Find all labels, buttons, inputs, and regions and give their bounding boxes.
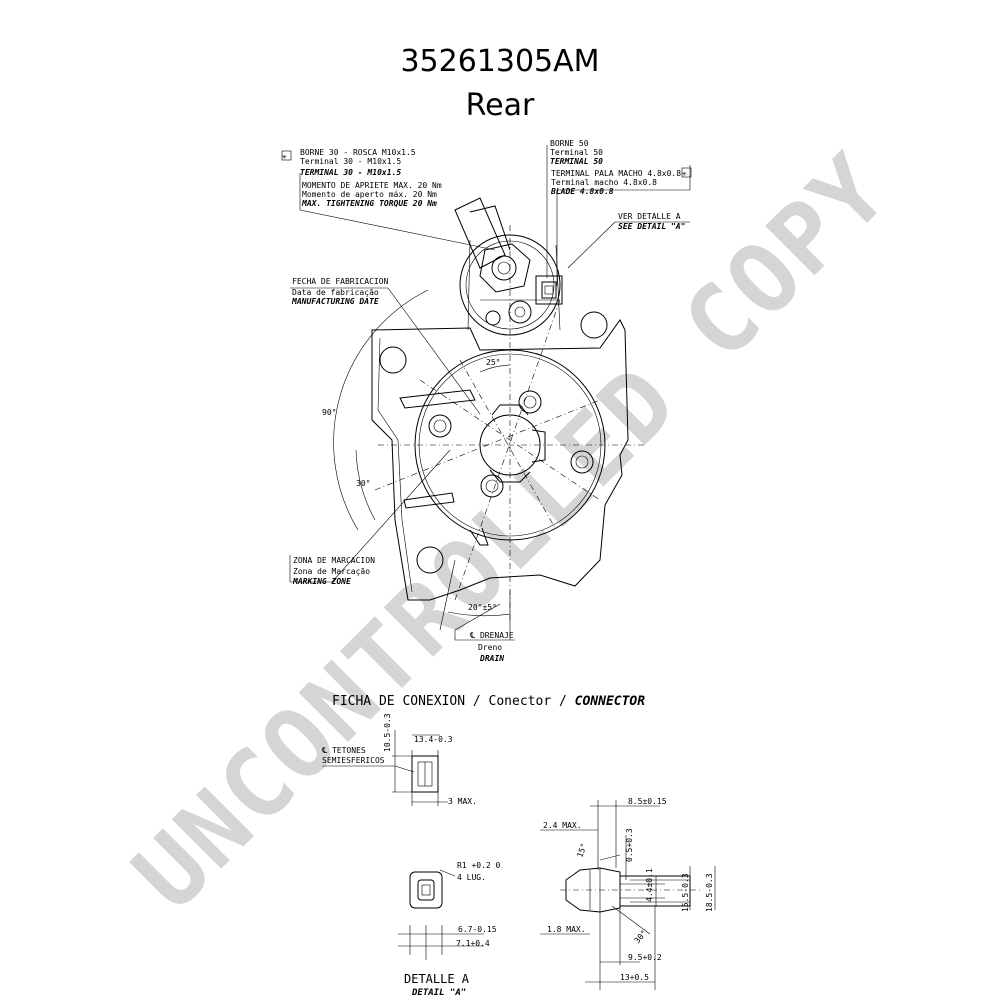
angle-label-90: 90°	[322, 408, 336, 417]
bolt-hole	[518, 390, 542, 414]
svg-text:℄ TETONES: ℄ TETONES	[321, 746, 366, 755]
angle-arc-90	[333, 289, 429, 531]
svg-text:SEE DETAIL "A": SEE DETAIL "A"	[618, 222, 685, 231]
svg-text:10.5-0.3: 10.5-0.3	[383, 713, 392, 752]
svg-text:30°: 30°	[633, 928, 649, 945]
view-title: Rear	[465, 88, 535, 123]
flange-hole	[379, 346, 407, 374]
svg-text:✳: ✳	[682, 169, 687, 178]
svg-text:MANUFACTURING DATE: MANUFACTURING DATE	[291, 297, 379, 306]
callout-manufacturing-date: FECHA DE FABRICACION Data de fabricação …	[291, 277, 389, 306]
svg-text:15°: 15°	[575, 842, 588, 859]
svg-text:Dreno: Dreno	[478, 643, 502, 652]
svg-text:13+0.5: 13+0.5	[620, 973, 649, 982]
svg-text:3 MAX.: 3 MAX.	[448, 797, 477, 806]
angle-arc-20	[447, 611, 511, 617]
detail-side-profile: ℄ TETONES SEMIESFERICOS 10.5-0.3 13.4-0.…	[321, 713, 477, 806]
svg-text:TERMINAL 50: TERMINAL 50	[550, 157, 603, 166]
svg-text:BORNE 50: BORNE 50	[550, 139, 589, 148]
detail-a-caption: DETALLE A	[404, 972, 470, 986]
connector-heading: FICHA DE CONEXION / Conector / CONNECTOR	[332, 694, 645, 709]
svg-text:Momento de aperto máx. 20 Nm: Momento de aperto máx. 20 Nm	[302, 190, 437, 199]
angle-arc-25	[479, 364, 511, 373]
detail-section: 8.5±0.15 2.4 MAX. 15° 0.5+0.3 4.4±0.1 15…	[540, 797, 716, 990]
svg-text:2.4 MAX.: 2.4 MAX.	[543, 821, 582, 830]
leader-lines	[289, 145, 691, 641]
bolt-hole	[480, 474, 504, 498]
callout-terminal-50: BORNE 50 Terminal 50 TERMINAL 50 TERMINA…	[550, 139, 692, 196]
part-number-title: 35261305AM	[400, 44, 600, 79]
angle-label-20: 20°±5°	[468, 603, 497, 612]
star-symbol: ✳	[282, 152, 287, 161]
svg-text:MOMENTO DE APRIETE MAX. 20 Nm: MOMENTO DE APRIETE MAX. 20 Nm	[302, 181, 442, 190]
svg-text:R1 +0.2 0: R1 +0.2 0	[457, 861, 501, 870]
svg-text:SEMIESFERICOS: SEMIESFERICOS	[322, 756, 385, 765]
terminal-30-stud	[479, 243, 531, 293]
detail-a-caption-en: DETAIL "A"	[411, 988, 466, 998]
svg-text:MAX. TIGHTENING TORQUE 20 Nm: MAX. TIGHTENING TORQUE 20 Nm	[301, 199, 437, 208]
callout-drain: ℄ DRENAJE Dreno DRAIN	[469, 631, 514, 663]
angle-arc-30	[355, 449, 376, 521]
watermark: UNCONTROLLED COPY	[112, 133, 910, 931]
svg-text:FECHA DE FABRICACION: FECHA DE FABRICACION	[292, 277, 389, 286]
angle-label-30: 30°	[356, 479, 370, 488]
svg-text:0.5+0.3: 0.5+0.3	[625, 828, 634, 862]
svg-text:Terminal 50: Terminal 50	[550, 148, 603, 157]
terminal-50-blade	[535, 275, 563, 305]
svg-text:VER DETALLE A: VER DETALLE A	[618, 212, 681, 221]
svg-text:8.5±0.15: 8.5±0.15	[628, 797, 667, 806]
angle-label-25: 25°	[486, 358, 500, 367]
svg-text:ZONA DE MARCACION: ZONA DE MARCACION	[293, 556, 375, 565]
svg-text:BORNE 30 - ROSCA M10x1.5: BORNE 30 - ROSCA M10x1.5	[300, 148, 416, 157]
rear-view	[333, 197, 645, 640]
bolt-hole	[428, 414, 452, 438]
svg-text:6.7-0.15: 6.7-0.15	[458, 925, 497, 934]
svg-text:MARKING ZONE: MARKING ZONE	[292, 577, 351, 586]
svg-text:Terminal 30 - M10x1.5: Terminal 30 - M10x1.5	[300, 157, 401, 166]
svg-text:7.1+0.4: 7.1+0.4	[456, 939, 490, 948]
flange-hole	[580, 311, 608, 339]
svg-text:13.4-0.3: 13.4-0.3	[414, 735, 453, 744]
svg-text:Terminal macho 4.8x0.8: Terminal macho 4.8x0.8	[551, 178, 657, 187]
svg-text:DRAIN: DRAIN	[479, 654, 504, 663]
detail-front: R1 +0.2 0 4 LUG. 6.7-0.15 7.1+0.4	[398, 861, 501, 960]
svg-text:4 LUG.: 4 LUG.	[457, 873, 486, 882]
svg-text:18.5-0.3: 18.5-0.3	[705, 873, 714, 912]
svg-text:15.5-0.3: 15.5-0.3	[681, 873, 690, 912]
svg-text:TERMINAL PALA MACHO 4.8x0.8: TERMINAL PALA MACHO 4.8x0.8	[551, 169, 681, 178]
svg-text:TERMINAL 30 - M10x1.5: TERMINAL 30 - M10x1.5	[300, 168, 401, 177]
svg-text:℄ DRENAJE: ℄ DRENAJE	[469, 631, 514, 640]
svg-text:Data de fabricação: Data de fabricação	[292, 288, 379, 297]
flange-hole	[416, 546, 444, 574]
svg-text:BLADE 4.8x0.8: BLADE 4.8x0.8	[550, 187, 614, 196]
callout-marking-zone: ZONA DE MARCACION Zona de Marcação MARKI…	[292, 556, 375, 586]
callout-see-detail: VER DETALLE A SEE DETAIL "A"	[618, 212, 685, 231]
svg-text:1.8 MAX.: 1.8 MAX.	[547, 925, 586, 934]
callout-terminal-30: ✳ BORNE 30 - ROSCA M10x1.5 Terminal 30 -…	[281, 148, 442, 208]
svg-text:Zona de Marcação: Zona de Marcação	[293, 567, 370, 576]
bolt-hole	[570, 450, 594, 474]
svg-text:9.5+0.2: 9.5+0.2	[628, 953, 662, 962]
svg-text:4.4±0.1: 4.4±0.1	[645, 868, 654, 902]
